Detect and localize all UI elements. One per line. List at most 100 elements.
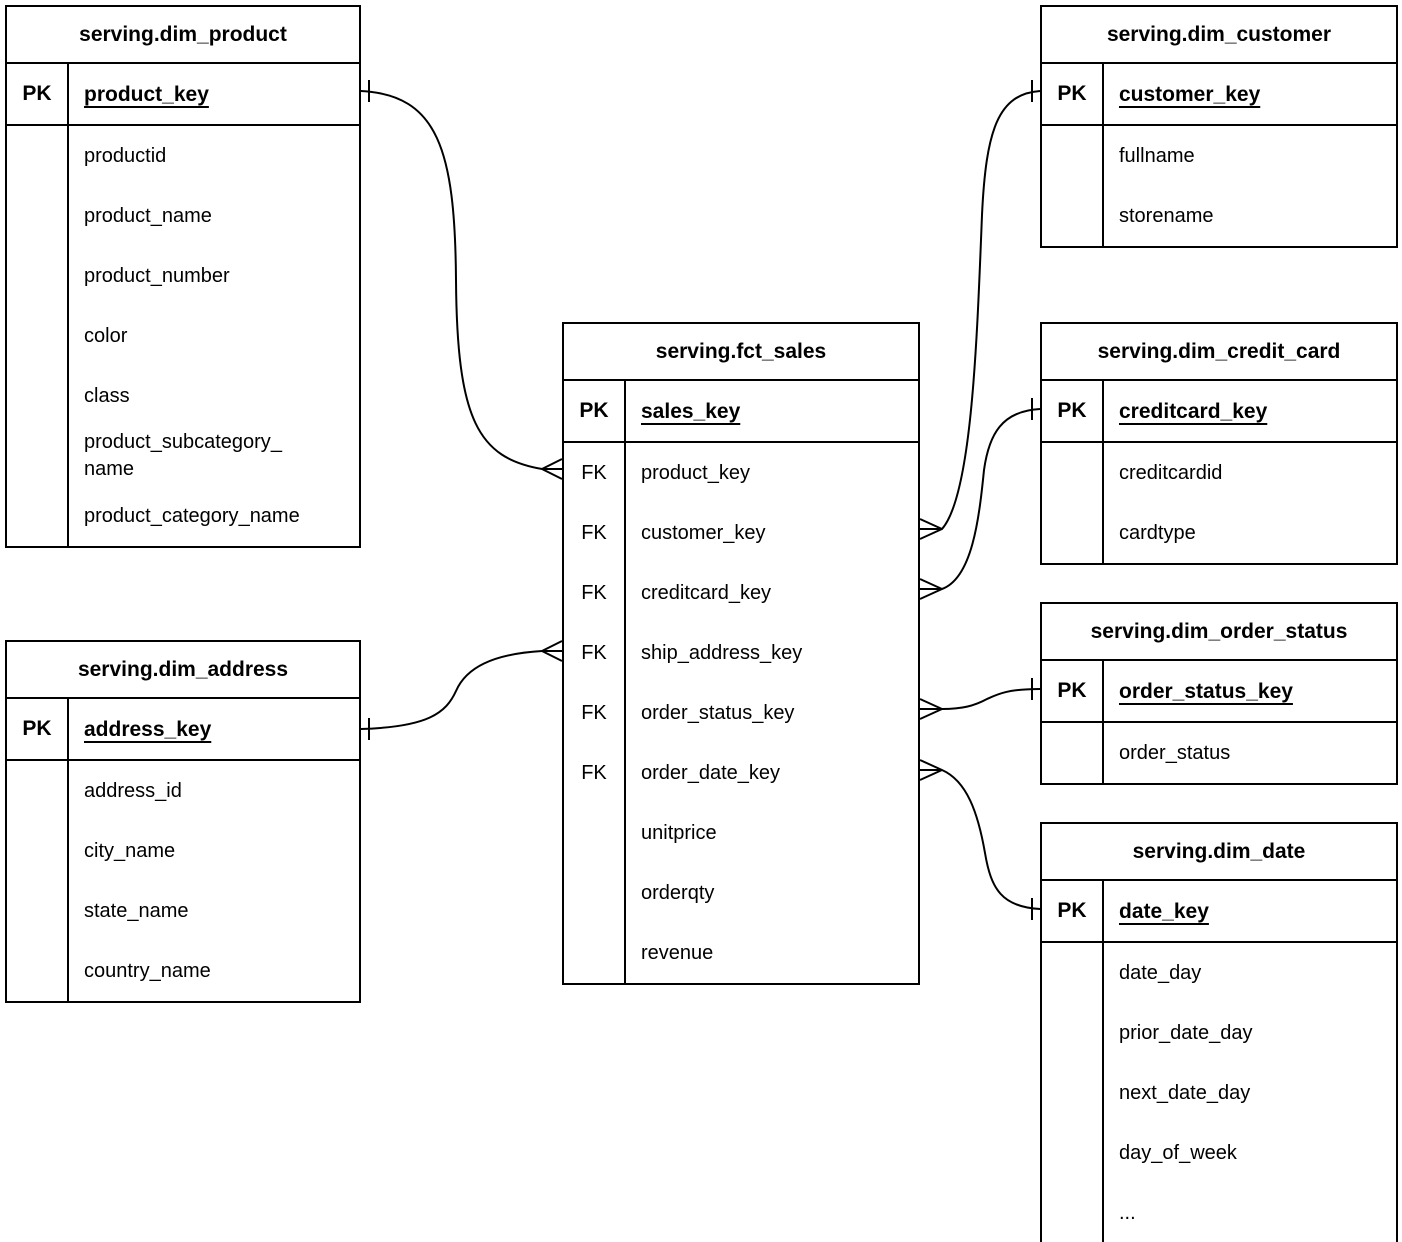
relationship-connector[interactable] — [360, 80, 563, 480]
crow-foot-many-marker — [919, 578, 943, 590]
key-cell-empty — [1042, 1123, 1104, 1183]
pk-row: PK customer_key — [1042, 64, 1396, 126]
field-name: order_status — [1119, 741, 1231, 764]
field-name: order_status_key — [641, 701, 795, 724]
pk-badge: PK — [7, 699, 69, 759]
table-field-row: FK order_status_key — [564, 683, 918, 743]
key-cell-empty — [7, 486, 69, 546]
field-name: cardtype — [1119, 521, 1196, 544]
field-name: color — [84, 324, 128, 347]
key-cell-empty — [7, 761, 69, 821]
pk-badge: PK — [564, 381, 626, 441]
table-field-row: product_category_name — [7, 486, 359, 546]
key-cell-empty — [1042, 1063, 1104, 1123]
field-name: product_number — [84, 264, 230, 287]
table-field-row: ... — [1042, 1183, 1396, 1242]
key-cell-empty — [1042, 1183, 1104, 1242]
key-cell-empty — [1042, 943, 1104, 1003]
crow-foot-many-marker — [919, 698, 943, 710]
field-name: creditcard_key — [641, 581, 772, 604]
crow-foot-many-marker — [919, 518, 943, 530]
relationship-connector[interactable] — [919, 678, 1041, 720]
table-body: order_status — [1042, 723, 1396, 783]
table-field-row: unitprice — [564, 803, 918, 863]
pk-row: PK date_key — [1042, 881, 1396, 943]
key-cell-empty — [7, 881, 69, 941]
pk-badge: PK — [1042, 881, 1104, 941]
key-cell-empty — [7, 126, 69, 186]
table-field-row: product_name — [7, 186, 359, 246]
key-cell-empty — [7, 306, 69, 366]
key-cell-empty — [1042, 723, 1104, 783]
field-name: state_name — [84, 899, 189, 922]
pk-badge: PK — [1042, 64, 1104, 124]
pk-row: PK creditcard_key — [1042, 381, 1396, 443]
pk-field-name: product_key — [84, 82, 209, 106]
field-name: revenue — [641, 941, 714, 964]
entity-dim-product[interactable]: serving.dim_product PK product_key produ… — [5, 5, 361, 548]
field-name: next_date_day — [1119, 1081, 1251, 1104]
pk-row: PK sales_key — [564, 381, 918, 443]
table-field-row: FK creditcard_key — [564, 563, 918, 623]
field-name: ship_address_key — [641, 641, 803, 664]
pk-field-name: sales_key — [641, 399, 741, 423]
fk-badge: FK — [564, 683, 626, 743]
fk-badge: FK — [564, 563, 626, 623]
entity-dim-address[interactable]: serving.dim_address PK address_key addre… — [5, 640, 361, 1003]
crow-foot-many-marker — [919, 528, 943, 540]
field-name: creditcardid — [1119, 461, 1223, 484]
pk-badge: PK — [7, 64, 69, 124]
key-cell-empty — [1042, 443, 1104, 503]
table-field-row: day_of_week — [1042, 1123, 1396, 1183]
crow-foot-many-marker — [541, 640, 563, 652]
table-field-row: color — [7, 306, 359, 366]
crow-foot-many-marker — [541, 468, 563, 480]
table-title: serving.dim_customer — [1042, 7, 1396, 64]
field-name: country_name — [84, 959, 211, 982]
table-field-row: revenue — [564, 923, 918, 983]
table-title: serving.dim_address — [7, 642, 359, 699]
field-name: storename — [1119, 204, 1214, 227]
relationship-connector[interactable] — [919, 759, 1041, 920]
table-field-row: date_day — [1042, 943, 1396, 1003]
relationship-connector[interactable] — [360, 640, 563, 740]
crow-foot-many-marker — [919, 708, 943, 720]
pk-field-name: date_key — [1119, 899, 1209, 923]
field-name: ... — [1119, 1201, 1136, 1224]
fk-badge: FK — [564, 443, 626, 503]
table-field-row: fullname — [1042, 126, 1396, 186]
table-field-row: next_date_day — [1042, 1063, 1396, 1123]
table-field-row: storename — [1042, 186, 1396, 246]
pk-field-name: creditcard_key — [1119, 399, 1268, 423]
key-cell-empty — [7, 426, 69, 486]
relationship-connector[interactable] — [919, 398, 1041, 600]
entity-dim-customer[interactable]: serving.dim_customer PK customer_key ful… — [1040, 5, 1398, 248]
table-field-row: state_name — [7, 881, 359, 941]
entity-dim-order-status[interactable]: serving.dim_order_status PK order_status… — [1040, 602, 1398, 785]
key-cell-empty — [7, 821, 69, 881]
field-name: unitprice — [641, 821, 717, 844]
field-name: orderqty — [641, 881, 715, 904]
field-name: fullname — [1119, 144, 1195, 167]
relationship-connector[interactable] — [919, 80, 1041, 540]
table-field-row: prior_date_day — [1042, 1003, 1396, 1063]
field-name: date_day — [1119, 961, 1202, 984]
table-field-row: country_name — [7, 941, 359, 1001]
key-cell-empty — [7, 941, 69, 1001]
entity-dim-credit-card[interactable]: serving.dim_credit_card PK creditcard_ke… — [1040, 322, 1398, 565]
field-name: productid — [84, 144, 167, 167]
table-field-row: class — [7, 366, 359, 426]
pk-badge: PK — [1042, 381, 1104, 441]
field-name: customer_key — [641, 521, 766, 544]
field-name: product_category_name — [84, 504, 300, 527]
pk-field-name: order_status_key — [1119, 679, 1293, 703]
table-field-row: address_id — [7, 761, 359, 821]
field-name: address_id — [84, 779, 182, 802]
